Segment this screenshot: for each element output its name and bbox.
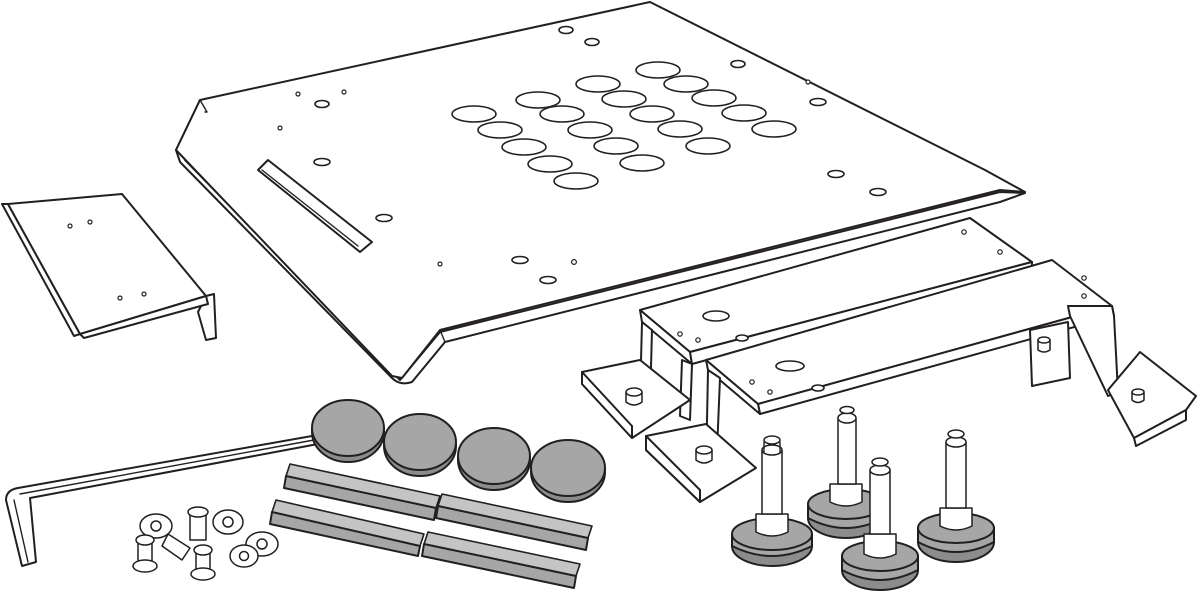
rubber-pad xyxy=(457,427,531,491)
base-plate xyxy=(175,1,1026,385)
foam-strips xyxy=(269,463,593,589)
plate-slot xyxy=(257,159,373,253)
screws xyxy=(132,506,279,581)
foam-strip xyxy=(421,531,581,589)
foam-strip xyxy=(283,463,441,521)
rear-mount-bracket xyxy=(581,217,1033,439)
rubber-pads xyxy=(311,399,606,503)
plate-vent-holes xyxy=(451,61,797,190)
leveling-foot xyxy=(841,457,919,591)
rubber-pad xyxy=(383,413,457,477)
rubber-pad xyxy=(530,439,606,503)
plate-mount-holes xyxy=(277,25,887,285)
leveling-foot xyxy=(807,405,885,539)
leveling-foot xyxy=(917,429,995,563)
front-mount-bracket xyxy=(645,259,1197,503)
screw xyxy=(161,533,191,561)
leveling-feet xyxy=(731,405,995,591)
screw xyxy=(229,544,259,568)
leveling-foot xyxy=(731,435,813,567)
screw xyxy=(187,506,209,541)
screw xyxy=(132,534,158,573)
screw xyxy=(190,544,216,581)
foam-strip xyxy=(269,499,425,557)
hex-key xyxy=(5,435,319,567)
rubber-pad xyxy=(311,399,385,463)
screw xyxy=(212,509,244,535)
small-angle-bracket xyxy=(1,193,217,341)
screw xyxy=(139,513,173,539)
foam-strip xyxy=(435,493,593,551)
